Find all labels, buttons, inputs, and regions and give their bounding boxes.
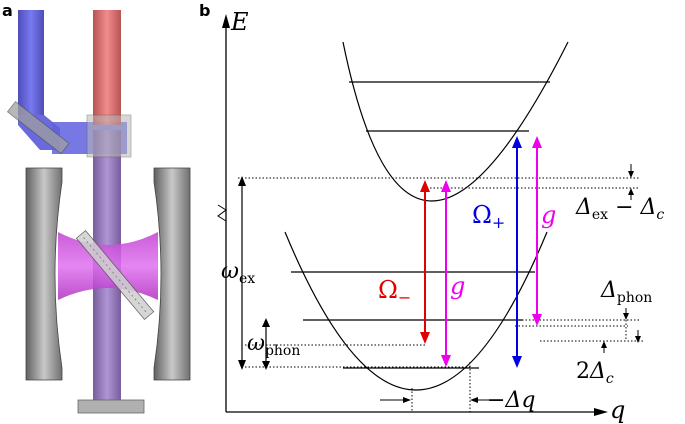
delta-q-marker xyxy=(380,397,490,403)
g-right-arrow xyxy=(532,136,542,326)
two-delta-c-label: 2Δc xyxy=(576,359,614,387)
panel-b: b E q xyxy=(199,1,664,424)
omega-ex-bracket xyxy=(217,176,246,370)
energy-axis-label: E xyxy=(230,8,249,36)
delta-phon-marker xyxy=(623,308,629,320)
omega-plus-arrow xyxy=(512,136,522,368)
dotted-guides xyxy=(238,177,645,412)
cavity-mirror-right xyxy=(153,167,191,381)
panel-a-label: a xyxy=(2,1,13,20)
red-beam xyxy=(93,10,121,125)
omega-ex-label: ωex xyxy=(221,259,255,287)
panel-b-label: b xyxy=(199,1,210,20)
minus-delta-q-label: −Δq xyxy=(487,388,535,413)
delta-ex-c-marker xyxy=(628,164,634,200)
omega-plus-label: Ω+ xyxy=(472,201,505,232)
omega-phon-bracket xyxy=(262,318,270,370)
momentum-axis-arrow xyxy=(594,408,608,416)
lower-band xyxy=(284,231,548,391)
two-delta-c-marker xyxy=(601,330,641,353)
delta-phon-label: Δphon xyxy=(600,278,652,306)
panel-a: a xyxy=(2,1,191,414)
base-plate xyxy=(77,399,145,414)
tilted-mirror xyxy=(6,100,70,155)
omega-minus-arrow xyxy=(420,180,430,344)
momentum-axis-label: q xyxy=(610,396,625,424)
g-left-arrow xyxy=(441,180,451,367)
upper-band xyxy=(342,41,569,202)
delta-ex-minus-c-label: Δex − Δc xyxy=(575,195,664,223)
blue-beam-vertical xyxy=(18,10,44,115)
cavity-mirror-left xyxy=(25,167,63,381)
beam-splitter xyxy=(86,114,132,158)
omega-phon-label: ωphon xyxy=(247,331,300,359)
g-left-label: g xyxy=(450,272,465,300)
omega-minus-label: Ω− xyxy=(378,276,411,307)
sample-slab xyxy=(75,229,155,321)
energy-axis-arrow xyxy=(222,14,230,28)
g-right-label: g xyxy=(541,201,556,229)
